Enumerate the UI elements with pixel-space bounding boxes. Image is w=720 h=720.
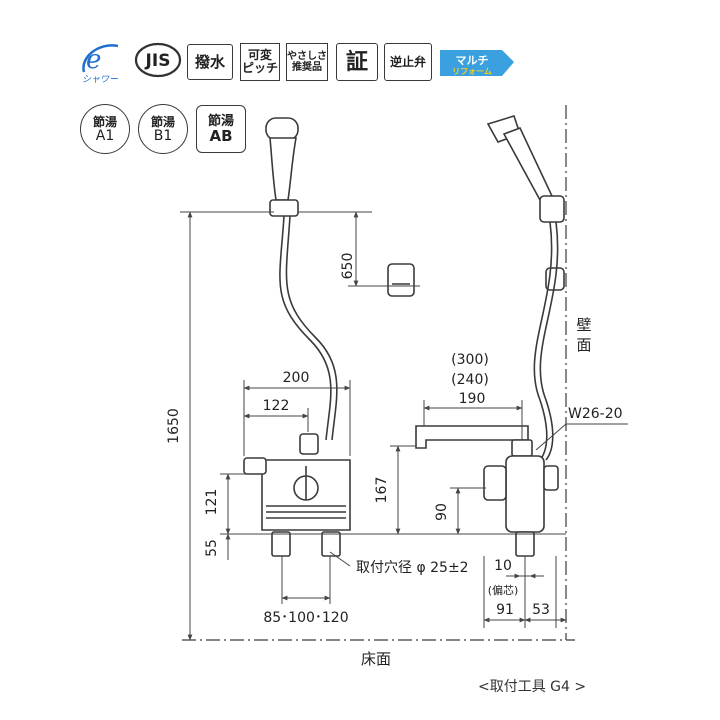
saving-ab-badge: 節湯 AB: [196, 105, 246, 153]
variable-pitch-line2: ピッチ: [241, 61, 278, 75]
dim-offset-note: (偏芯): [488, 583, 519, 597]
shower-side: [486, 115, 565, 291]
faucet-body-front: [243, 433, 351, 557]
dim-650: 650: [340, 253, 356, 280]
check-valve-label: 逆止弁: [389, 54, 426, 69]
thread-label: W26-20: [568, 406, 623, 422]
dim-200: 200: [283, 370, 310, 386]
dim-pitch: 85･100･120: [263, 610, 348, 626]
shower-hose-side: [533, 221, 553, 461]
saving-b1-line1: 節湯: [150, 115, 175, 129]
hole-label: 取付穴径 φ 25±2: [356, 560, 469, 576]
eco-caption: シャワー: [82, 75, 119, 84]
dim-1650: 1650: [166, 408, 182, 444]
water-repellent-label: 撥水: [194, 52, 225, 71]
jis-label: JIS: [145, 51, 171, 71]
wall-label-2: 面: [576, 336, 591, 354]
dim-53: 53: [532, 602, 550, 618]
dim-167: 167: [374, 477, 390, 504]
shower-hose-front: [279, 215, 332, 441]
dim-300: (300): [451, 352, 489, 368]
dim-240: (240): [451, 372, 489, 388]
saving-a1-line1: 節湯: [92, 115, 117, 129]
variable-pitch-badge: 可変 ピッチ: [240, 43, 280, 81]
dim-91: 91: [496, 602, 514, 618]
multi-line1: マルチ: [456, 54, 489, 67]
saving-b1-line2: B1: [153, 128, 173, 144]
shower-head-front: [265, 117, 299, 217]
saving-b1-badge: 節湯 B1: [138, 104, 188, 154]
recommended-line1: やさしさ: [287, 51, 327, 62]
wall-label-1: 壁: [576, 316, 591, 334]
jis-badge: JIS: [132, 40, 184, 80]
recommended-line2: 推奨品: [292, 62, 322, 73]
eco-letter: e: [86, 45, 101, 75]
dim-122: 122: [263, 398, 290, 414]
variable-pitch-line1: 可変: [247, 48, 272, 62]
water-repellent-badge: 撥水: [187, 44, 233, 80]
dim-190: 190: [459, 391, 486, 407]
eco-shower-badge: e シャワー: [78, 38, 126, 85]
dim-121: 121: [204, 489, 220, 516]
multi-line2: リフォーム: [452, 67, 492, 76]
dim-10: 10: [494, 558, 512, 574]
saving-a1-badge: 節湯 A1: [80, 104, 130, 154]
faucet-body-side: [415, 425, 559, 557]
floor-label: 床面: [361, 650, 391, 668]
saving-ab-line2: AB: [209, 127, 233, 145]
certified-badge: 証: [336, 43, 378, 81]
eco-shower-icon: e シャワー: [82, 44, 119, 85]
saving-a1-line2: A1: [95, 128, 115, 144]
check-valve-badge: 逆止弁: [384, 43, 432, 81]
recommended-badge: やさしさ 推奨品: [286, 43, 328, 81]
multi-reform-badge: マルチ リフォーム: [436, 44, 516, 80]
wall-hook: [387, 263, 415, 297]
saving-ab-line1: 節湯: [207, 114, 234, 129]
dim-90: 90: [434, 503, 450, 521]
dim-55: 55: [204, 539, 220, 557]
tool-caption: <取付工具 G4 >: [478, 679, 587, 695]
certified-label: 証: [345, 49, 368, 75]
